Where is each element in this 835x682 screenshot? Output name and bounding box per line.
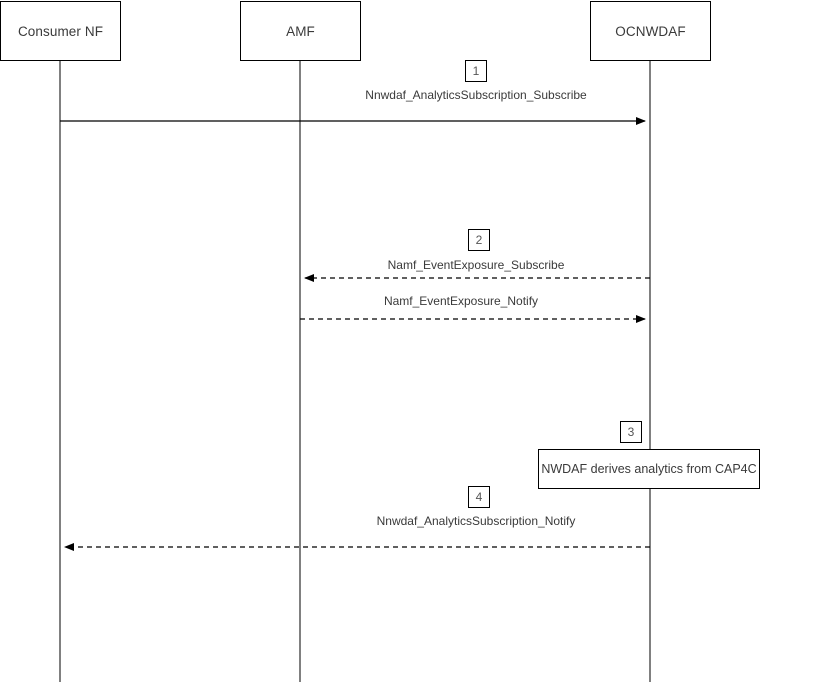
step-badge-1[interactable]: 1 bbox=[465, 60, 487, 82]
participant-label-amf: AMF bbox=[286, 23, 315, 39]
step-badge-4[interactable]: 4 bbox=[468, 486, 490, 508]
participant-ocnwdaf[interactable]: OCNWDAF bbox=[590, 1, 711, 61]
note-text: NWDAF derives analytics from CAP4C bbox=[541, 462, 757, 476]
lifelines bbox=[59, 61, 651, 682]
message-label-1: Nnwdaf_AnalyticsSubscription_Subscribe bbox=[365, 88, 587, 102]
participant-consumer-nf[interactable]: Consumer NF bbox=[0, 1, 121, 61]
message-label-2: Namf_EventExposure_Subscribe bbox=[387, 258, 565, 272]
participant-label-ocnwdaf: OCNWDAF bbox=[615, 23, 686, 39]
step-badge-2[interactable]: 2 bbox=[468, 229, 490, 251]
participant-amf[interactable]: AMF bbox=[240, 1, 361, 61]
message-label-4: Nnwdaf_AnalyticsSubscription_Notify bbox=[376, 514, 576, 528]
message-label-2b: Namf_EventExposure_Notify bbox=[383, 294, 539, 308]
step-badge-3[interactable]: 3 bbox=[620, 421, 642, 443]
participant-label-consumer-nf: Consumer NF bbox=[17, 23, 104, 39]
note-nwdaf-analytics[interactable]: NWDAF derives analytics from CAP4C bbox=[538, 449, 760, 489]
